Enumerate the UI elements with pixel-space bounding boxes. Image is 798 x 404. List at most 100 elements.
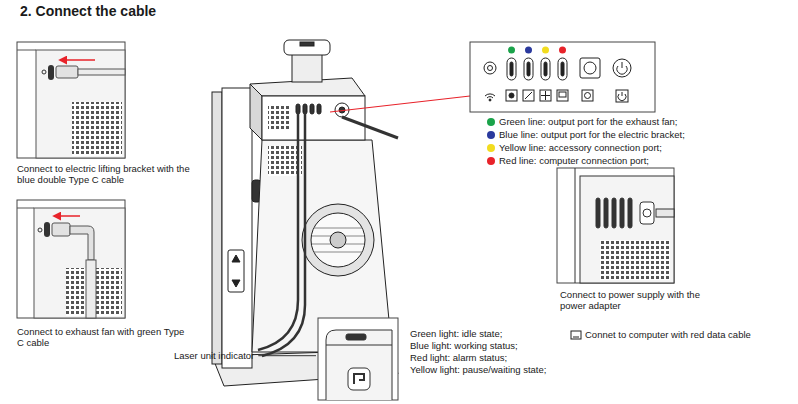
port-panel-inset xyxy=(559,47,566,54)
port-panel-inset xyxy=(542,47,549,54)
port-panel-inset xyxy=(488,66,493,71)
laser-machine xyxy=(302,204,374,276)
port-panel-inset xyxy=(506,90,517,101)
legend-row: Yellow line: accessory connection port; xyxy=(487,142,662,153)
bracket-port-inset xyxy=(42,70,46,74)
laser-machine xyxy=(250,84,262,140)
indicator-inset xyxy=(346,334,366,340)
computer-icon xyxy=(571,331,581,339)
computer-icon xyxy=(571,331,581,339)
port-panel-inset xyxy=(485,94,495,98)
legend-swatch xyxy=(487,157,495,165)
power-port-inset xyxy=(596,198,600,228)
power-port-inset xyxy=(612,198,616,228)
port-panel-inset xyxy=(507,58,516,80)
bracket-port-inset xyxy=(36,50,125,158)
fan-port-inset xyxy=(54,215,80,217)
port-panel-inset xyxy=(470,42,655,112)
port-panel-inset xyxy=(527,62,530,76)
laser-machine xyxy=(228,250,244,292)
port-panel-inset xyxy=(540,90,551,101)
indicator-inset xyxy=(318,318,398,400)
fan-port-inset xyxy=(86,260,96,318)
port-panel-inset xyxy=(613,59,631,77)
power-port-inset xyxy=(600,240,670,280)
legend-text: Blue line: output port for the electric … xyxy=(499,129,685,140)
indicator-inset xyxy=(354,374,364,384)
caption: Connect to electric lifting bracket with… xyxy=(17,163,197,186)
caption: Yellow light: pause/waiting state; xyxy=(410,364,546,375)
port-panel-inset xyxy=(616,90,628,102)
laser-machine xyxy=(311,213,365,267)
title: 2. Connect the cable xyxy=(20,3,156,20)
bracket-port-inset xyxy=(17,42,125,158)
fan-port-inset xyxy=(38,228,42,232)
port-panel-inset xyxy=(509,93,514,98)
laser-machine xyxy=(312,228,364,252)
indicator-inset xyxy=(326,330,392,400)
legend-swatch xyxy=(487,144,495,152)
fan-port-inset xyxy=(44,222,50,237)
port-panel-inset xyxy=(580,58,600,78)
bracket-port-inset xyxy=(17,42,125,158)
port-panel-inset xyxy=(558,58,567,80)
caption: Connet to computer with red data cable xyxy=(585,329,751,340)
port-panel-inset xyxy=(557,90,568,101)
fan-port-inset xyxy=(17,208,34,209)
fan-port-inset xyxy=(52,223,70,236)
indicator-inset xyxy=(318,318,398,400)
legend-row: Red line: computer connection port; xyxy=(487,155,649,166)
leader-line xyxy=(258,355,316,356)
legend-row: Blue line: output port for the electric … xyxy=(487,129,685,140)
legend-text: Green line: output port for the exhaust … xyxy=(499,116,678,127)
power-port-inset xyxy=(620,198,624,228)
bracket-port-inset xyxy=(56,66,78,78)
port-panel-inset xyxy=(470,42,655,112)
laser-machine xyxy=(342,117,398,138)
port-panel-inset xyxy=(525,92,532,99)
port-panel-inset xyxy=(582,90,593,101)
port-panel-inset xyxy=(617,62,627,74)
laser-machine xyxy=(296,104,300,114)
caption: Blue light: working status; xyxy=(410,340,518,351)
laser-machine xyxy=(212,92,222,364)
port-panel-inset xyxy=(489,99,491,101)
port-panel-inset xyxy=(585,93,591,99)
caption: Connect to exhaust fan with green Type C… xyxy=(17,326,192,349)
laser-machine xyxy=(317,104,321,114)
port-panel-inset xyxy=(541,58,550,80)
power-port-inset xyxy=(656,209,674,217)
leader-line xyxy=(330,96,470,112)
laser-machine xyxy=(284,40,330,55)
laser-machine xyxy=(330,232,346,248)
laser-machine xyxy=(232,255,240,287)
laser-machine xyxy=(300,42,314,46)
port-panel-inset xyxy=(524,58,533,80)
port-panel-inset xyxy=(523,90,534,101)
power-port-inset xyxy=(640,202,654,224)
caption: Connect to power supply with the power a… xyxy=(560,289,728,312)
port-panel-inset xyxy=(541,91,550,100)
caption: Laser unit indicator xyxy=(174,350,254,361)
bracket-port-inset xyxy=(48,65,54,80)
bracket-port-inset xyxy=(60,59,95,61)
power-port-inset xyxy=(557,168,674,283)
fan-port-inset xyxy=(70,226,94,260)
laser-machine xyxy=(310,104,314,114)
legend-swatch xyxy=(487,131,495,139)
port-panel-inset xyxy=(561,62,564,76)
laser-machine xyxy=(262,96,365,140)
laser-machine xyxy=(268,104,290,130)
bracket-port-inset xyxy=(78,69,125,75)
legend-text: Red line: computer connection port; xyxy=(499,155,649,166)
port-panel-inset xyxy=(510,62,513,76)
power-port-inset xyxy=(557,168,674,283)
port-panel-inset xyxy=(525,47,532,54)
port-panel-inset xyxy=(584,62,596,74)
caption: Green light: idle state; xyxy=(410,328,502,339)
fan-port-inset xyxy=(34,208,125,318)
fan-port-inset xyxy=(17,200,125,318)
